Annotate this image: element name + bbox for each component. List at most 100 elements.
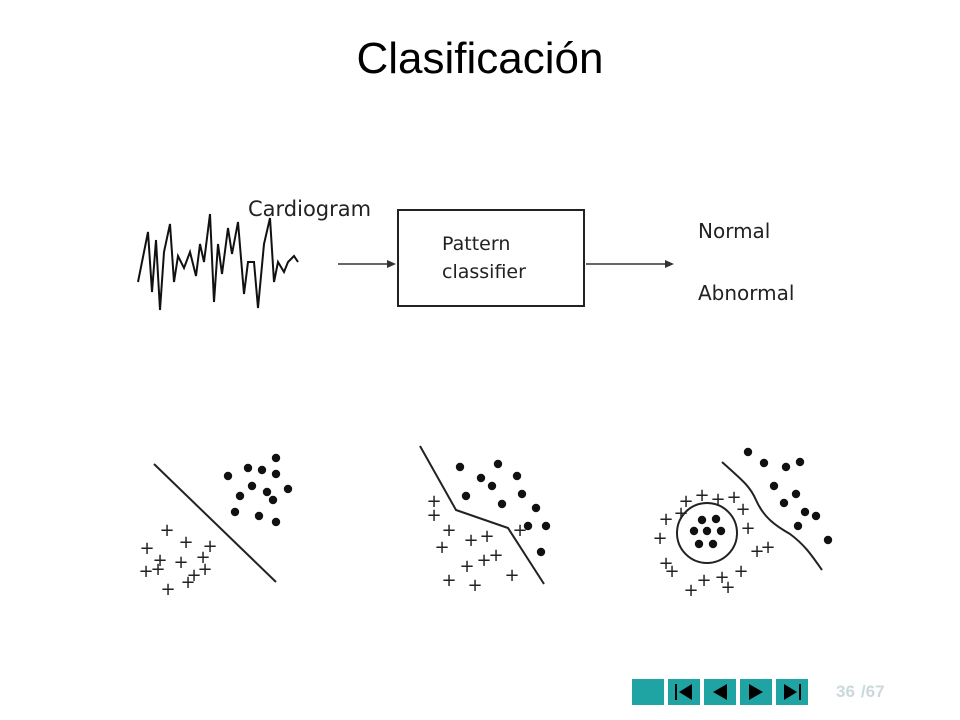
box-label-line2: classifier xyxy=(442,261,526,283)
example2-class-a: +++++++++++++ xyxy=(426,491,527,596)
page-indicator: 36/67 xyxy=(836,682,891,702)
plus-marker: + xyxy=(733,561,748,582)
dot-marker xyxy=(262,487,272,497)
dot-marker xyxy=(541,521,551,531)
plus-marker: + xyxy=(726,487,741,508)
piecewise-decision-boundary xyxy=(419,445,545,585)
plus-marker: + xyxy=(735,499,750,520)
plus-marker: + xyxy=(173,552,188,573)
plus-marker: + xyxy=(714,567,729,588)
first-page-button[interactable] xyxy=(668,679,700,705)
plus-marker: + xyxy=(426,491,441,512)
dot-marker xyxy=(461,491,471,501)
dot-marker xyxy=(476,473,486,483)
plus-marker: + xyxy=(152,550,167,571)
plus-marker: + xyxy=(678,491,693,512)
plus-marker: + xyxy=(139,538,154,559)
plus-marker: + xyxy=(696,570,711,591)
dot-marker xyxy=(781,462,791,472)
dot-marker xyxy=(523,521,533,531)
dot-marker xyxy=(689,526,699,536)
next-page-button[interactable] xyxy=(740,679,772,705)
dot-marker xyxy=(512,471,522,481)
dot-marker xyxy=(759,458,769,468)
plus-marker: + xyxy=(197,559,212,580)
pattern-classifier-box xyxy=(397,209,585,307)
curved-decision-boundary xyxy=(721,461,823,571)
dot-marker xyxy=(283,484,293,494)
example2-class-b xyxy=(455,459,551,557)
plus-marker: + xyxy=(160,579,175,600)
dot-marker xyxy=(716,526,726,536)
dot-marker xyxy=(271,469,281,479)
first-page-icon xyxy=(675,684,692,700)
plus-marker: + xyxy=(441,570,456,591)
current-page: 36 xyxy=(836,682,855,701)
previous-page-button[interactable] xyxy=(704,679,736,705)
dot-marker xyxy=(702,526,712,536)
plus-marker: + xyxy=(652,528,667,549)
plus-marker: + xyxy=(740,518,755,539)
dot-marker xyxy=(793,521,803,531)
plus-marker: + xyxy=(434,537,449,558)
example3-class-b xyxy=(689,447,833,549)
dot-marker xyxy=(823,535,833,545)
dot-marker xyxy=(694,539,704,549)
plus-marker: + xyxy=(195,547,210,568)
plus-marker: + xyxy=(159,520,174,541)
last-page-button[interactable] xyxy=(776,679,808,705)
plus-marker: + xyxy=(749,541,764,562)
dot-marker xyxy=(455,462,465,472)
stop-button[interactable] xyxy=(632,679,664,705)
example1-class-b xyxy=(223,453,293,527)
plus-marker: + xyxy=(512,520,527,541)
plus-marker: + xyxy=(463,530,478,551)
dot-marker xyxy=(800,507,810,517)
output-arrow-head xyxy=(665,260,674,268)
dot-marker xyxy=(517,489,527,499)
dot-marker xyxy=(268,495,278,505)
dot-marker xyxy=(811,511,821,521)
dot-marker xyxy=(235,491,245,501)
plus-marker: + xyxy=(479,526,494,547)
cardiogram-label: Cardiogram xyxy=(248,197,371,221)
dot-marker xyxy=(795,457,805,467)
dot-marker xyxy=(779,498,789,508)
dot-marker xyxy=(487,481,497,491)
cardiogram-waveform xyxy=(137,213,299,311)
plus-marker: + xyxy=(720,577,735,598)
dot-marker xyxy=(223,471,233,481)
linear-decision-boundary xyxy=(153,463,277,583)
dot-marker xyxy=(711,514,721,524)
dot-marker xyxy=(697,515,707,525)
circular-decision-boundary xyxy=(676,502,738,564)
plus-marker: + xyxy=(459,556,474,577)
plus-marker: + xyxy=(441,520,456,541)
plus-marker: + xyxy=(488,545,503,566)
plus-marker: + xyxy=(504,565,519,586)
plus-marker: + xyxy=(664,561,679,582)
plus-marker: + xyxy=(178,532,193,553)
dot-marker xyxy=(531,503,541,513)
dot-marker xyxy=(536,547,546,557)
plus-marker: + xyxy=(180,572,195,593)
input-arrow-head xyxy=(387,260,396,268)
dot-marker xyxy=(791,489,801,499)
plus-marker: + xyxy=(710,489,725,510)
plus-marker: + xyxy=(658,509,673,530)
output-abnormal-label: Abnormal xyxy=(698,281,794,305)
plus-marker: + xyxy=(186,565,201,586)
plus-marker: + xyxy=(202,536,217,557)
last-page-icon xyxy=(784,684,801,700)
dot-marker xyxy=(271,453,281,463)
total-pages: /67 xyxy=(860,682,885,701)
output-normal-label: Normal xyxy=(698,219,770,243)
plus-marker: + xyxy=(426,505,441,526)
plus-marker: + xyxy=(138,561,153,582)
dot-marker xyxy=(708,539,718,549)
plus-marker: + xyxy=(694,485,709,506)
dot-marker xyxy=(230,507,240,517)
dot-marker xyxy=(493,459,503,469)
example3-class-a: ++++++++++++++++++ xyxy=(652,485,775,601)
